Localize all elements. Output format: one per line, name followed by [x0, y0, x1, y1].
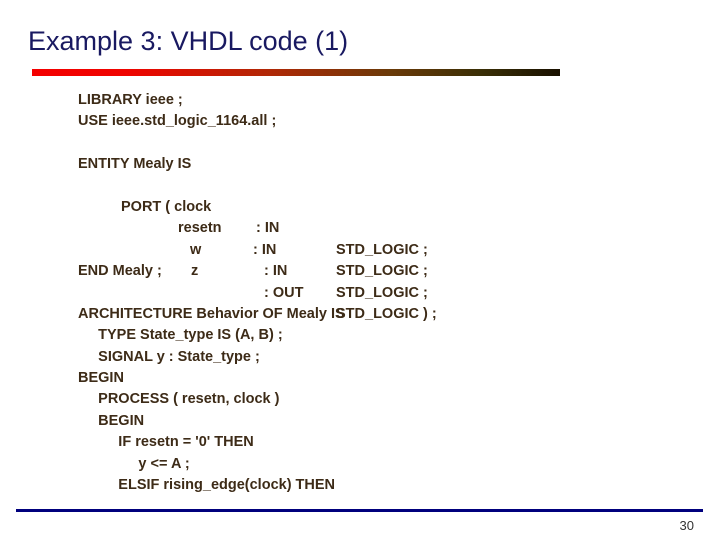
- code-line: ELSIF rising_edge(clock) THEN: [78, 477, 336, 494]
- port-type: STD_LOGIC ;: [336, 241, 428, 258]
- page-title: Example 3: VHDL code (1): [28, 26, 349, 56]
- port-name: z: [191, 263, 199, 280]
- port-direction: : OUT: [264, 284, 304, 301]
- port-type: STD_LOGIC ;: [336, 263, 428, 280]
- title-accent-bar: [32, 69, 560, 76]
- vhdl-code-block: LIBRARY ieee ; USE ieee.std_logic_1164.a…: [78, 90, 678, 496]
- code-line: END Mealy ;: [78, 263, 162, 280]
- code-line: ARCHITECTURE Behavior OF Mealy IS: [78, 305, 345, 322]
- port-row: resetn : IN STD_LOGIC ;: [78, 197, 678, 279]
- port-direction: : IN: [253, 241, 277, 258]
- code-line: y <= A ;: [78, 455, 190, 472]
- port-type: STD_LOGIC ) ;: [336, 305, 437, 322]
- code-line: USE ieee.std_logic_1164.all ;: [78, 113, 277, 130]
- port-name: PORT ( clock: [121, 198, 212, 215]
- port-direction: : IN: [264, 263, 288, 280]
- code-line: BEGIN: [78, 370, 124, 387]
- port-name: w: [190, 241, 202, 258]
- port-row: PORT ( clock : IN STD_LOGIC ;: [78, 176, 678, 258]
- port-type: STD_LOGIC ;: [336, 284, 428, 301]
- code-line: SIGNAL y : State_type ;: [78, 348, 260, 365]
- footer-divider: [16, 509, 703, 512]
- code-line-blank: [78, 133, 678, 154]
- code-line: BEGIN: [78, 412, 145, 429]
- page-number: 30: [679, 518, 694, 533]
- code-line: IF resetn = '0' THEN: [78, 434, 254, 451]
- port-row: z : OUT STD_LOGIC ) ;: [78, 240, 678, 322]
- code-line: TYPE State_type IS (A, B) ;: [78, 327, 283, 344]
- port-direction: : IN: [256, 220, 280, 237]
- code-line: PROCESS ( resetn, clock ): [78, 391, 280, 408]
- code-line: LIBRARY ieee ;: [78, 92, 183, 108]
- code-line: ENTITY Mealy IS: [78, 156, 192, 173]
- port-row: w : IN STD_LOGIC ;: [78, 218, 678, 301]
- port-name: resetn: [178, 220, 222, 237]
